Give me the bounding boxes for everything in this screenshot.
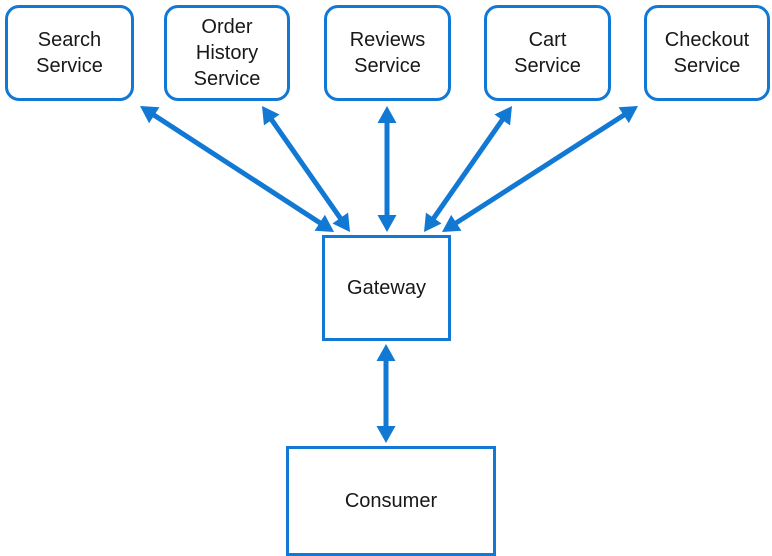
node-label: Reviews Service [349, 29, 426, 77]
connector-shaft [429, 116, 507, 222]
node-search-service[interactable]: Search Service [5, 5, 134, 101]
node-label: Consumer [344, 490, 438, 512]
arrowhead-start [376, 344, 396, 361]
node-order-history-service[interactable]: Order History Service [164, 5, 290, 101]
connector-gateway-reviews[interactable] [377, 106, 397, 232]
connector-shaft [150, 111, 324, 227]
node-checkout-service[interactable]: Checkout Service [644, 5, 770, 101]
connector-gateway-search[interactable] [140, 106, 334, 232]
arrowhead-start [442, 214, 462, 232]
arrowhead-end [262, 106, 280, 126]
arrowhead-end [618, 106, 638, 124]
connector-gateway-consumer[interactable] [376, 344, 396, 443]
arrowhead-end [494, 106, 512, 126]
node-label: Order History Service [193, 16, 261, 90]
arrowhead-end [377, 106, 397, 123]
node-cart-service[interactable]: Cart Service [484, 5, 611, 101]
node-label: Search Service [36, 29, 103, 77]
connector-gateway-checkout[interactable] [442, 106, 638, 232]
arrowhead-start [314, 214, 334, 232]
node-label: Gateway [347, 277, 426, 299]
connector-shaft [452, 111, 628, 227]
connector-gateway-order-history[interactable] [262, 106, 350, 232]
node-gateway[interactable]: Gateway [322, 235, 451, 341]
arrowhead-end [140, 106, 160, 124]
arrowhead-start [332, 212, 350, 232]
arrowhead-end [376, 426, 396, 443]
connector-shaft [267, 116, 345, 222]
node-consumer[interactable]: Consumer [286, 446, 496, 556]
arrowhead-start [377, 215, 397, 232]
connector-gateway-cart[interactable] [424, 106, 512, 232]
node-label: Checkout Service [664, 29, 750, 77]
arrowhead-start [424, 212, 442, 232]
node-reviews-service[interactable]: Reviews Service [324, 5, 451, 101]
node-label: Cart Service [514, 29, 581, 77]
